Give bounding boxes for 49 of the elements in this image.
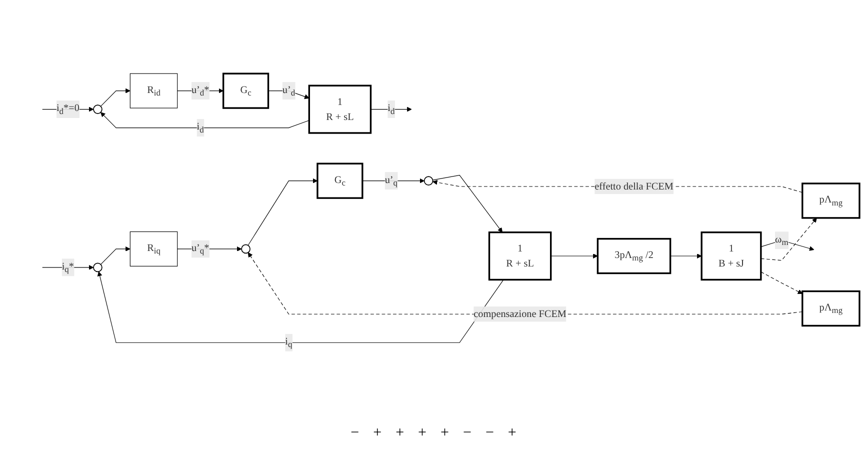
arrow xyxy=(42,264,94,270)
edge-label: ω$_{m}$ xyxy=(774,233,788,248)
edge-label: effetto della FCEM xyxy=(594,180,673,192)
node-box: R$_{id}$ xyxy=(129,73,178,108)
edge-label: u’$_{q}$* xyxy=(190,242,209,256)
arrow xyxy=(247,178,318,246)
node-circle xyxy=(92,104,102,114)
node-box: 1 B + sJ xyxy=(700,232,762,281)
arrow xyxy=(247,252,802,314)
edge-label: i$_{q}$ xyxy=(284,336,292,350)
sign-label: + xyxy=(396,425,404,442)
arrow xyxy=(100,88,130,107)
node-box: 1 R + sL xyxy=(488,232,552,281)
sign-label: − xyxy=(462,425,472,442)
node-box: G$_{c}$ xyxy=(222,72,269,109)
arrow xyxy=(100,246,130,265)
edge-label: i$_{d}$ xyxy=(196,120,204,135)
edge-label: compensazione FCEM xyxy=(473,308,566,320)
arrow xyxy=(432,174,502,233)
edge-label: u’$_{q}$ xyxy=(384,174,398,188)
arrow xyxy=(96,271,504,343)
edge-label: u’$_{d}$ xyxy=(282,84,295,98)
arrow xyxy=(760,272,802,294)
node-box: 1 R + sL xyxy=(308,84,372,134)
node-circle xyxy=(423,176,433,186)
arrow xyxy=(362,178,424,184)
sign-label: + xyxy=(440,425,449,442)
arrow xyxy=(176,246,242,252)
edge-label: u’$_{d}$* xyxy=(190,84,209,98)
node-box: 3pΛ$_{mg}$ /2 xyxy=(596,238,671,274)
edge-label: i$_{d}$*=0 xyxy=(56,102,79,116)
edge-label: i$_{q}$* xyxy=(61,260,74,274)
node-box: G$_{c}$ xyxy=(316,162,363,199)
node-box: pΛ$_{mg}$ xyxy=(801,290,860,327)
arrow xyxy=(100,112,309,128)
arrow xyxy=(370,106,412,112)
edge-label: i$_{d}$ xyxy=(387,102,394,116)
arrow xyxy=(550,254,598,258)
sign-label: + xyxy=(373,425,382,442)
node-box: R$_{iq}$ xyxy=(129,231,178,266)
sign-label: − xyxy=(485,425,494,442)
node-box: pΛ$_{mg}$ xyxy=(801,182,860,219)
node-circle xyxy=(92,262,102,272)
node-circle xyxy=(240,244,250,254)
sign-label: + xyxy=(508,425,516,442)
sign-label: − xyxy=(350,425,360,442)
sign-label: + xyxy=(418,425,426,442)
arrow xyxy=(176,88,224,94)
arrow xyxy=(670,254,702,258)
